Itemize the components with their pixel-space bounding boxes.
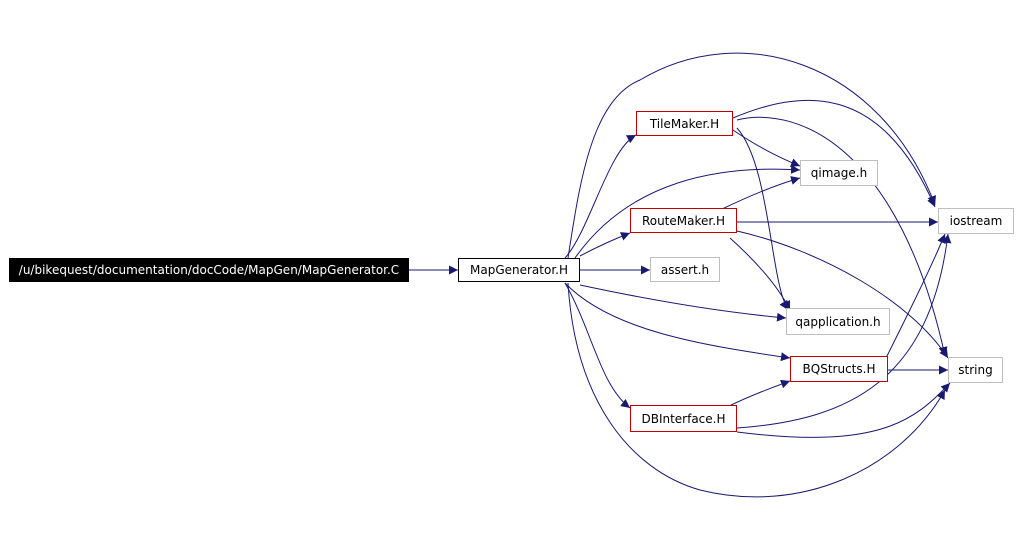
node-assert-h[interactable]: assert.h <box>650 257 720 282</box>
edge-dbinterface-iostream <box>736 233 952 429</box>
node-iostream[interactable]: iostream <box>938 208 1014 234</box>
edge-tilemaker-string <box>736 116 948 357</box>
edge-mapgenerator-qimage <box>574 164 801 259</box>
node-string[interactable]: string <box>948 357 1003 383</box>
edge-routemaker-string <box>736 230 949 359</box>
node-qimage-h[interactable]: qimage.h <box>800 160 878 186</box>
edge-mapgenerator-tilemaker <box>564 134 637 259</box>
edge-routemaker-qimage <box>719 176 801 211</box>
edge-mapgenerator-qapplication <box>579 284 787 322</box>
node-qapplication-h[interactable]: qapplication.h <box>786 308 890 335</box>
node-mapgenerator-c[interactable]: /u/bikequest/documentation/docCode/MapGe… <box>9 258 409 282</box>
node-bqstructs-h[interactable]: BQStructs.H <box>790 356 888 382</box>
edge-mapgenerator-routemaker <box>579 232 631 257</box>
edge-bqstructs-iostream <box>884 233 946 361</box>
node-routemaker-h[interactable]: RouteMaker.H <box>630 208 737 233</box>
node-dbinterface-h[interactable]: DBInterface.H <box>630 405 737 432</box>
edge-dbinterface-string <box>736 382 951 438</box>
edge-tilemaker-qapplication <box>736 127 789 311</box>
node-tilemaker-h[interactable]: TileMaker.H <box>636 111 733 136</box>
edge-mapgenerator-string <box>567 282 946 498</box>
edge-dbinterface-bqstructs <box>724 379 791 409</box>
edge-routemaker-qapplication <box>729 237 791 311</box>
node-mapgenerator-h[interactable]: MapGenerator.H <box>458 258 580 282</box>
edge-mapgenerator-dbinterface <box>564 282 631 409</box>
edge-mapgenerator-bqstructs <box>564 282 791 362</box>
edge-tilemaker-qimage <box>732 129 801 167</box>
edge-mapgenerator-iostream <box>567 52 937 259</box>
edge-tilemaker-iostream <box>732 99 936 208</box>
